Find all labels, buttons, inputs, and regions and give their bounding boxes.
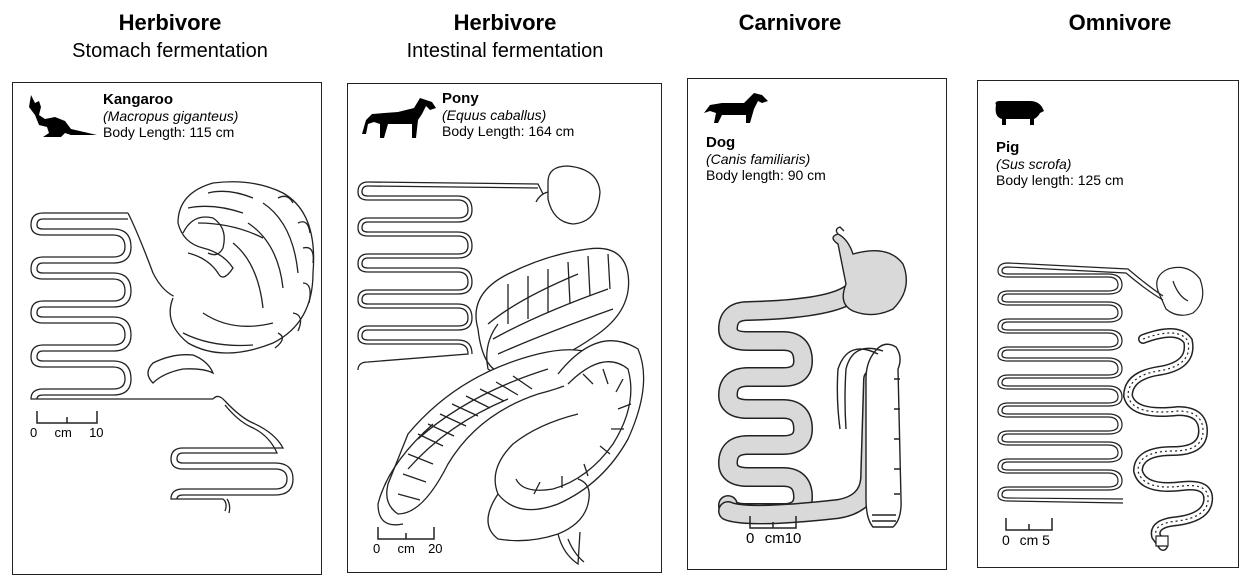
horse-icon [362,98,436,138]
scale-start: 0 [373,541,381,556]
body-length: Body length: 125 cm [996,172,1124,189]
scientific-name: (Sus scrofa) [996,156,1072,173]
panel-kangaroo: Kangaroo (Macropus giganteus) Body Lengt… [12,82,322,575]
scale-end: 10 [784,530,802,547]
scale-end: 20 [428,541,443,556]
scale-label: 0 cm 10 [30,425,104,440]
body-length: Body Length: 115 cm [103,124,235,141]
scale-unit: cm [397,541,415,556]
scale-bar [749,516,797,529]
animal-name: Kangaroo [103,91,174,108]
header-title: Herbivore [118,10,222,35]
animal-info: Kangaroo (Macropus giganteus) Body Lengt… [103,91,238,140]
header-title: Herbivore [453,10,557,35]
animal-name: Pony [442,90,479,107]
kangaroo-gut-diagram [30,181,315,514]
header-pony: Herbivore Intestinal fermentation [375,10,635,64]
animal-name: Dog [706,134,736,151]
scale-end: 5 [1042,532,1050,548]
body-length: Body length: 90 cm [706,167,826,184]
scale-bar [377,527,435,540]
scale-start: 0 [30,425,38,440]
panel-dog: Dog (Canis familiaris) Body length: 90 c… [687,78,947,570]
animal-info: Dog (Canis familiaris) Body length: 90 c… [706,134,826,183]
scale-label: 0 cm 20 [373,541,443,556]
scientific-name: (Macropus giganteus) [103,108,239,125]
scale-bar [36,411,98,424]
scientific-name: (Equus caballus) [442,107,547,124]
dog-gut-diagram [718,226,907,528]
header-kangaroo: Herbivore Stomach fermentation [40,10,300,64]
header-title: Omnivore [1068,10,1172,35]
header-dog: Carnivore [685,10,895,36]
header-subtitle: Intestinal fermentation [406,40,604,62]
animal-info: Pony (Equus caballus) Body Length: 164 c… [442,90,574,139]
panel-pig: Pig (Sus scrofa) Body length: 125 cm 0 c… [977,80,1239,568]
pig-icon [995,101,1044,125]
header-subtitle: Stomach fermentation [72,40,268,62]
dog-icon [704,93,768,123]
panel-pony: Pony (Equus caballus) Body Length: 164 c… [347,83,662,573]
scale-end: 10 [89,425,104,440]
scale-bar [1005,518,1053,531]
animal-name: Pig [996,139,1020,156]
pony-gut-diagram [357,165,645,566]
scale-unit: cm [764,530,785,547]
header-pig: Omnivore [1010,10,1230,36]
kangaroo-icon [29,95,97,137]
scale-start: 0 [1002,532,1010,548]
body-length: Body Length: 164 cm [442,123,575,140]
scale-start: 0 [746,530,755,547]
scale-unit: cm [54,425,72,440]
animal-info: Pig (Sus scrofa) Body length: 125 cm [996,139,1124,188]
scientific-name: (Canis familiaris) [706,151,811,168]
scale-unit: cm [1019,532,1039,548]
scale-label: 0 cm 5 [1002,532,1050,548]
pig-gut-diagram [997,262,1214,551]
header-title: Carnivore [738,10,842,35]
scale-label: 0 cm10 [746,530,801,547]
